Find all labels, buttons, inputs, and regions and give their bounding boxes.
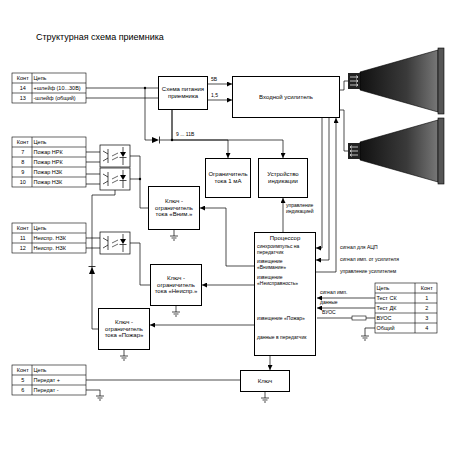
process-box: Ключ bbox=[240, 370, 290, 392]
pin-number: 4 bbox=[415, 323, 437, 333]
signal-name: Тест ДК bbox=[375, 303, 415, 313]
pin-number: Конт bbox=[12, 365, 32, 375]
pin-number: 12 bbox=[12, 243, 32, 253]
signal-label: ВУОС bbox=[322, 310, 352, 316]
box-label: Схема питания приемника bbox=[161, 86, 205, 100]
process-box: Ключ - ограничитель тока «Вним.» bbox=[148, 186, 200, 230]
signal-label: синхроимпульс на передатчик bbox=[257, 244, 313, 256]
signal-connector bbox=[283, 198, 284, 232]
resistor-symbol bbox=[352, 316, 366, 320]
signal-label: 9 ... 11В bbox=[176, 132, 216, 138]
pin-number: 9 bbox=[12, 167, 32, 177]
pin-number: 2 bbox=[415, 303, 437, 313]
signal-name: Цепь bbox=[32, 137, 86, 147]
box-label: Ограничитель тока 1 мА bbox=[208, 171, 248, 185]
box-label: Ключ - ограничитель тока «Пожар» bbox=[101, 319, 147, 340]
process-box: Ограничитель тока 1 мА bbox=[205, 158, 251, 198]
pin-number: Конт bbox=[415, 283, 437, 293]
signal-label: извещение «Неисправность» bbox=[257, 275, 313, 287]
signal-connector bbox=[208, 100, 232, 101]
signal-name: Неиспр. НЗК bbox=[32, 233, 86, 243]
box-label: Ключ - ограничитель тока «Вним.» bbox=[151, 198, 197, 219]
terminal-tables bbox=[12, 73, 437, 395]
signal-name: Общий bbox=[375, 323, 415, 333]
signal-label: извещение «Пожар» bbox=[257, 316, 313, 322]
pin-number: 10 bbox=[12, 177, 32, 187]
optical-receiver bbox=[348, 118, 444, 184]
signal-name: -шлейф (общий) bbox=[32, 93, 86, 103]
process-box: Ключ - ограничитель тока «Неиспр.» bbox=[150, 264, 202, 306]
signal-connector bbox=[208, 84, 232, 85]
signal-label: управление усилителем bbox=[340, 269, 430, 275]
diode-symbol bbox=[89, 267, 96, 275]
signal-connector bbox=[270, 356, 271, 370]
signal-label: 5В bbox=[211, 77, 231, 83]
signal-connector bbox=[202, 285, 254, 286]
signal-name: Цепь bbox=[32, 223, 86, 233]
diode-symbol bbox=[152, 137, 160, 144]
pin-number: Конт bbox=[12, 223, 32, 233]
signal-name: Неиспр. НЗК bbox=[32, 243, 86, 253]
signal-label: данные в передатчик bbox=[257, 335, 313, 341]
ground-symbol bbox=[96, 236, 369, 402]
process-box: Входной усилитель bbox=[232, 76, 340, 118]
signal-name: Цепь bbox=[32, 73, 86, 83]
pin-number: 14 bbox=[12, 83, 32, 93]
signal-name: Пожар НЗК bbox=[32, 177, 86, 187]
optocoupler-symbol bbox=[100, 168, 130, 190]
box-label: Ключ - ограничитель тока «Неиспр.» bbox=[153, 275, 199, 296]
signal-connector bbox=[316, 118, 336, 272]
pin-number: 11 bbox=[12, 233, 32, 243]
signal-connector bbox=[172, 110, 228, 158]
pin-number: 8 bbox=[12, 157, 32, 167]
box-label: Устройство индикации bbox=[261, 171, 305, 185]
signal-label: сигнал имп. bbox=[320, 290, 370, 296]
pin-number: 13 bbox=[12, 93, 32, 103]
signal-connector bbox=[200, 208, 254, 266]
process-box: Ключ - ограничитель тока «Пожар» bbox=[98, 308, 150, 350]
pin-number: Конт bbox=[12, 137, 32, 147]
signal-label: сигнал имп. от усилителя bbox=[340, 257, 432, 263]
pin-number: 7 bbox=[12, 147, 32, 157]
signal-name: Пожар НРК bbox=[32, 147, 86, 157]
signal-connector bbox=[150, 325, 254, 326]
pin-number: 3 bbox=[415, 313, 437, 323]
signal-name: Пожар НРК bbox=[32, 157, 86, 167]
signal-name: +шлейф (10...30В) bbox=[32, 83, 86, 93]
signal-name: Тест СК bbox=[375, 293, 415, 303]
signal-name: Цепь bbox=[32, 365, 86, 375]
signal-name: Пожар НЗК bbox=[32, 167, 86, 177]
box-label: Ключ bbox=[258, 378, 273, 385]
optocoupler-symbol bbox=[100, 232, 130, 254]
signal-label: извещение «Внимание» bbox=[257, 259, 313, 271]
optocoupler-symbol bbox=[100, 145, 130, 167]
pin-number: Конт bbox=[12, 73, 32, 83]
optical-emitter bbox=[348, 48, 444, 114]
process-box: Схема питания приемника bbox=[158, 76, 208, 110]
signal-name: Передат + bbox=[32, 375, 86, 385]
pin-number: 5 bbox=[12, 375, 32, 385]
pin-number: 6 bbox=[12, 385, 32, 395]
signal-label: 1,5 bbox=[211, 93, 231, 99]
signal-label: данные bbox=[320, 300, 360, 306]
signal-label: сигнал для АЦП bbox=[340, 245, 420, 251]
signal-name: Цепь bbox=[375, 283, 415, 293]
wires bbox=[86, 81, 375, 398]
diagram-title: Структурная схема приемника bbox=[36, 32, 164, 42]
box-label: Входной усилитель bbox=[259, 94, 313, 101]
process-box: Устройство индикации bbox=[258, 158, 308, 198]
signal-connector bbox=[316, 118, 322, 248]
signal-name: Передат - bbox=[32, 385, 86, 395]
pin-number: 1 bbox=[415, 293, 437, 303]
signal-connector bbox=[316, 118, 329, 260]
box-label: Процессор bbox=[270, 235, 300, 242]
signal-name: ВУОС bbox=[375, 313, 415, 323]
signal-label: управление индикацией bbox=[286, 203, 320, 215]
